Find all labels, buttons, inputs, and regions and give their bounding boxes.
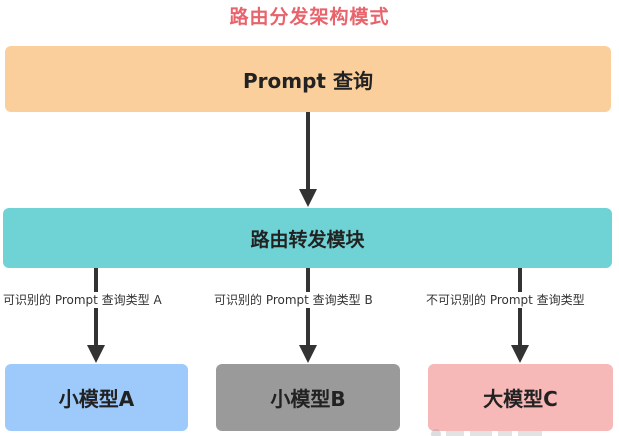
- arrowhead-router-to-b: [299, 345, 317, 363]
- small-model-a-node: 小模型A: [5, 364, 188, 431]
- edge-label-unrecognized: 不可识别的 Prompt 查询类型: [426, 292, 585, 308]
- arrowhead-router-to-a: [87, 345, 105, 363]
- edge-label-type-b: 可识别的 Prompt 查询类型 B: [214, 292, 373, 308]
- arrowhead-query-to-router: [299, 189, 317, 207]
- watermark-logo: [431, 429, 542, 436]
- edge-label-type-a: 可识别的 Prompt 查询类型 A: [3, 292, 162, 308]
- small-model-b-node: 小模型B: [216, 364, 400, 431]
- arrowhead-router-to-c: [511, 345, 529, 363]
- large-model-c-node: 大模型C: [428, 364, 613, 431]
- diagram-title: 路由分发架构模式: [229, 6, 390, 28]
- router-module-node: 路由转发模块: [3, 208, 612, 268]
- prompt-query-node: Prompt 查询: [5, 46, 611, 112]
